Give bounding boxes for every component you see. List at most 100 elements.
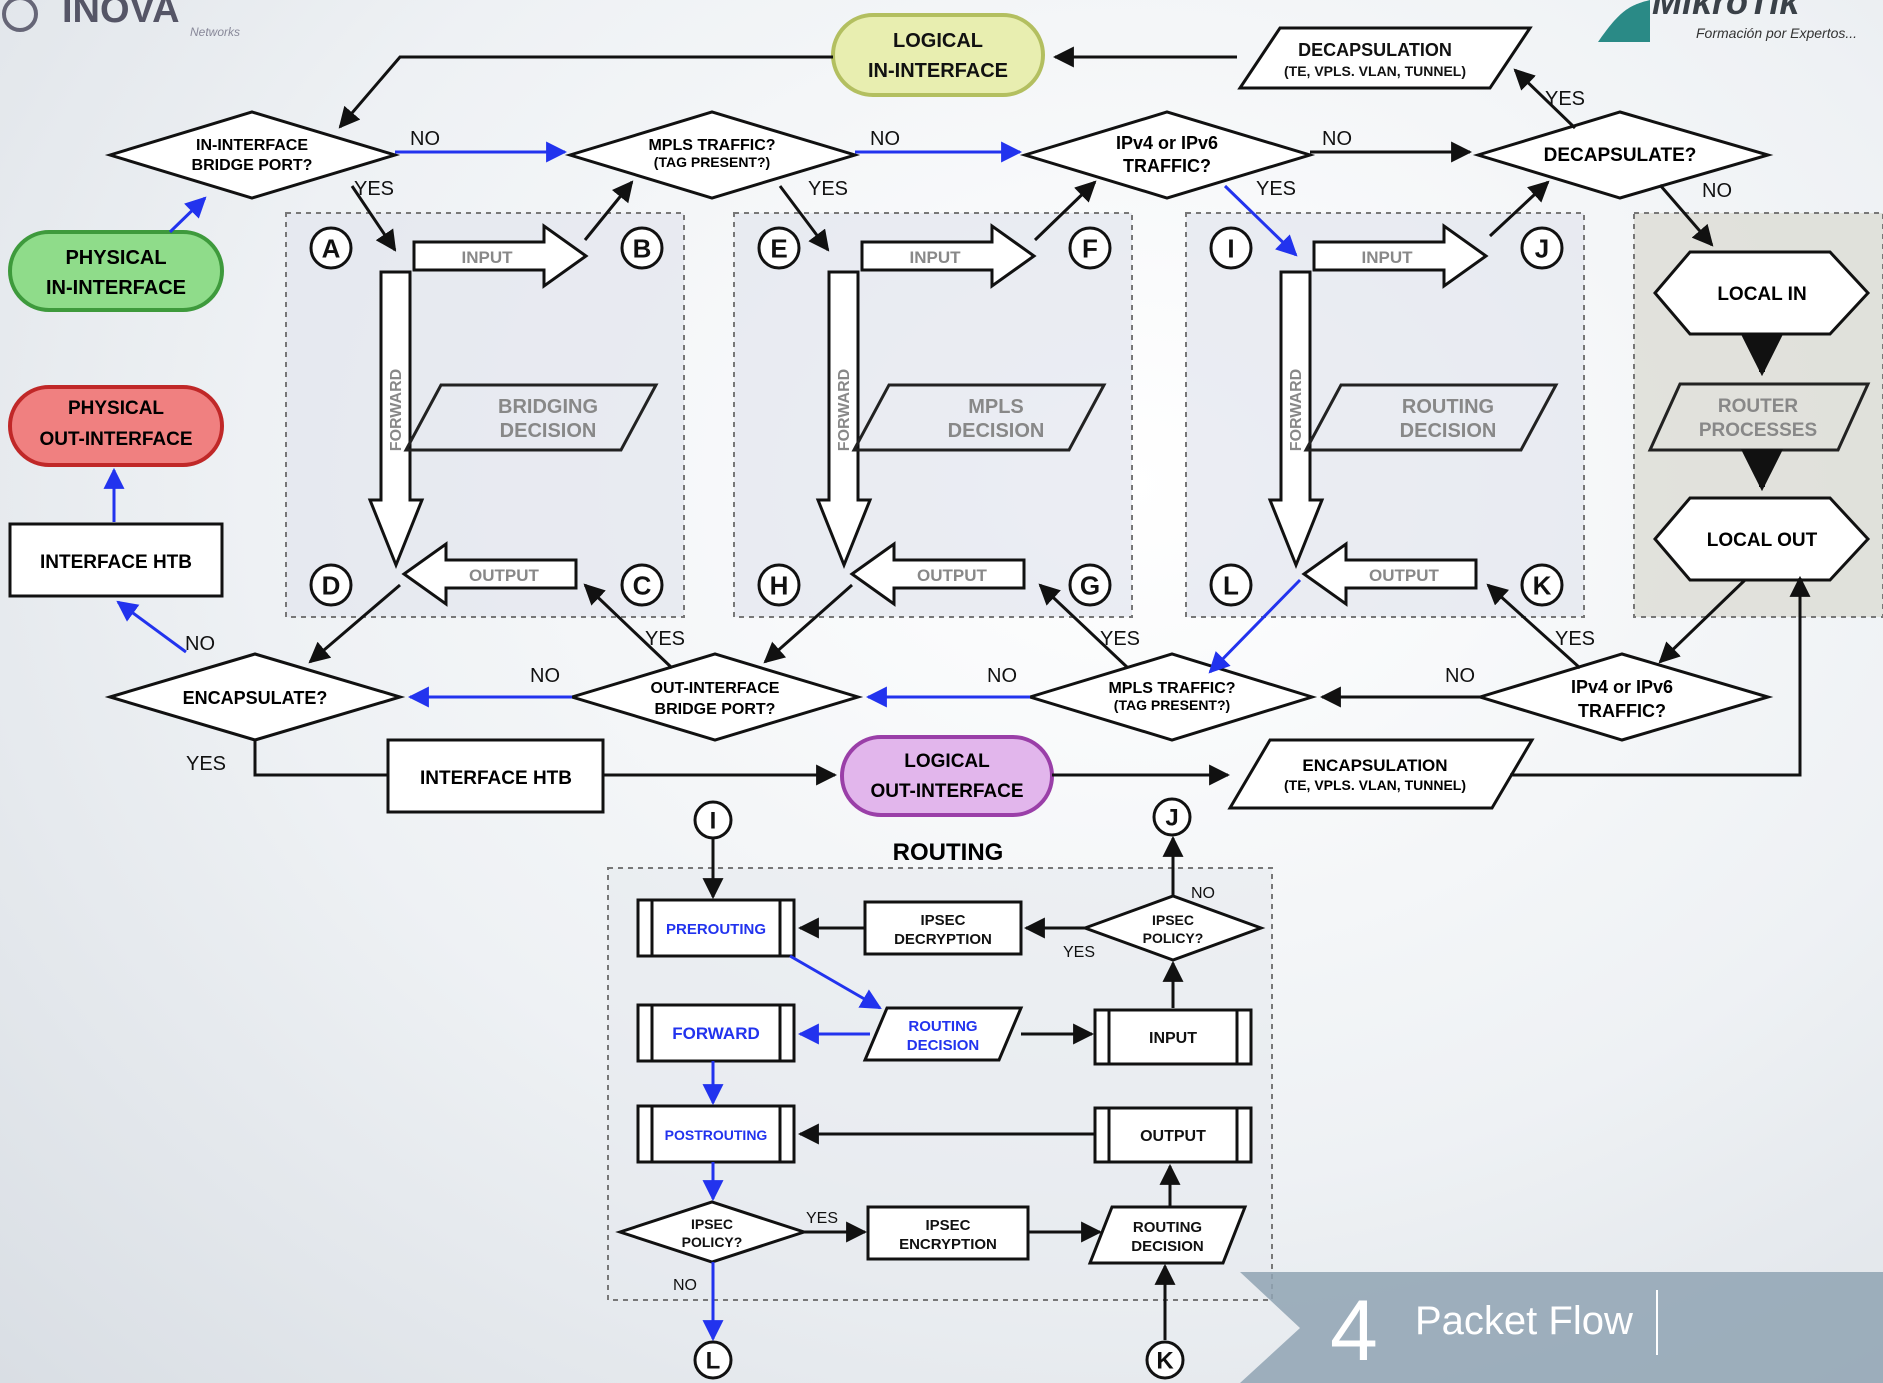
out-bridge-shape xyxy=(566,652,864,742)
routing-detail-title: ROUTING xyxy=(893,839,1004,866)
letter-C-letter: C xyxy=(633,570,652,600)
local-out-to-ip-q-edge xyxy=(1658,578,1747,664)
decision-shape xyxy=(851,383,1107,452)
mpls-bottom-shape xyxy=(1024,652,1318,742)
ip-top-shape xyxy=(1019,110,1316,200)
label-no-4: NO xyxy=(1702,180,1732,202)
logical-in-shape xyxy=(831,13,1045,97)
decapsulate-text: DECAPSULATE? xyxy=(1544,145,1697,166)
label-yes-2: YES xyxy=(808,178,848,200)
decap-q-yes-edge xyxy=(1513,68,1577,130)
footer-banner: 4 Packet Flow xyxy=(1240,1272,1883,1383)
forward-label: FORWARD xyxy=(1288,369,1305,451)
routing-detail-content: PREROUTING FORWARD POSTROUTING IPSEC DECRYPT… xyxy=(615,797,1266,1380)
ipsec-policy-bottom: IPSEC POLICY? xyxy=(615,1200,809,1264)
decision-line1: BRIDGING xyxy=(498,396,598,418)
routing-decision-2-block-shape xyxy=(1087,1205,1248,1265)
encapsulation-line1: ENCAPSULATION xyxy=(1302,756,1447,775)
letter-H-letter: H xyxy=(770,570,789,600)
logical-in-line1: LOGICAL xyxy=(893,30,983,52)
in-bridge-line1: IN-INTERFACE xyxy=(196,137,308,154)
mpls-q-yes-edge xyxy=(778,185,830,252)
connector-top-right-circle xyxy=(1152,797,1192,837)
bridge-q-yes-edge xyxy=(350,185,397,252)
box-b-to-mpls-q-edge xyxy=(583,180,634,241)
letter-A-circle xyxy=(309,226,353,270)
encapsulation-line2: (TE, VPLS. VLAN, TUNNEL) xyxy=(1284,777,1466,793)
decision-line2: DECISION xyxy=(948,420,1045,442)
postrouting-block-shape xyxy=(636,1104,796,1164)
letter-G-letter: G xyxy=(1080,570,1100,600)
output-block: OUTPUT xyxy=(1093,1106,1253,1164)
ipsec-policy-bottom-line1: IPSEC xyxy=(691,1216,733,1232)
rd-label-yes-2: YES xyxy=(806,1210,838,1227)
label-yes-8: YES xyxy=(186,753,226,775)
box-l-to-mpls-bottom-edge xyxy=(1208,578,1302,674)
rd-label-no-1: NO xyxy=(1191,885,1215,902)
label-no-8: NO xyxy=(1445,665,1475,687)
interface-htb-left-shape xyxy=(8,522,224,598)
router-processes-shape xyxy=(1647,382,1871,452)
logical-in-to-bridge-q-edge xyxy=(338,55,833,129)
decision-line1: ROUTING xyxy=(1402,396,1494,418)
input-arrow xyxy=(412,223,589,289)
letter-E-letter: E xyxy=(770,233,787,263)
inova-logo: INOVA Networks xyxy=(2,0,240,39)
ipsec-policy-top-line1: IPSEC xyxy=(1152,912,1194,928)
ip-bottom-line1: IPv4 or IPv6 xyxy=(1571,677,1673,697)
decap-q-no-edge xyxy=(1658,184,1714,247)
ipsec-decryption-block-line1: IPSEC xyxy=(920,912,965,929)
ipsec-decryption-block-line2: DECRYPTION xyxy=(894,931,992,948)
connector-bottom-left-letter: L xyxy=(706,1348,721,1375)
input-arrow xyxy=(860,223,1037,289)
ipsec-encryption-block-line1: IPSEC xyxy=(925,1217,970,1234)
out-bridge-line2: BRIDGE PORT? xyxy=(655,701,776,718)
ip-top-line1: IPv4 or IPv6 xyxy=(1116,133,1218,153)
routing-decision-2-block-line1: ROUTING xyxy=(1133,1219,1202,1236)
letter-B-circle xyxy=(620,226,664,270)
footer-title: Packet Flow xyxy=(1415,1299,1633,1343)
ip-q-yes-edge xyxy=(1223,184,1298,257)
box-h-to-out-bridge-edge xyxy=(763,583,853,664)
local-in-text: LOCAL IN xyxy=(1717,284,1806,305)
postrouting-block: POSTROUTING xyxy=(636,1104,796,1164)
ip-bottom-line2: TRAFFIC? xyxy=(1578,701,1666,721)
prerouting-to-routing-decision xyxy=(789,954,882,1010)
footer-number: 4 xyxy=(1330,1283,1378,1379)
local-in-shape xyxy=(1653,250,1871,336)
out-bridge-yes-edge xyxy=(583,583,674,670)
local-in-node: LOCAL IN xyxy=(1653,250,1871,336)
letter-I-letter: I xyxy=(1227,233,1234,263)
letter-E-circle xyxy=(757,226,801,270)
mpls-bottom-line1: MPLS TRAFFIC? xyxy=(1108,680,1235,697)
forward-label: FORWARD xyxy=(388,369,405,451)
rd-label-yes-1: YES xyxy=(1063,944,1095,961)
ipsec-policy-bottom-line2: POLICY? xyxy=(682,1234,743,1250)
letter-K-circle xyxy=(1520,563,1564,607)
forward-block-label: FORWARD xyxy=(672,1024,760,1043)
routing-decision-2-block-line2: DECISION xyxy=(1131,1238,1204,1255)
ipsec-decryption-block: IPSEC DECRYPTION xyxy=(863,900,1023,956)
label-yes-4: YES xyxy=(1545,88,1585,110)
decapsulation-node: DECAPSULATION (TE, VPLS. VLAN, TUNNEL) xyxy=(1237,26,1533,90)
box-f-to-ip-q-edge xyxy=(1033,180,1097,242)
forward-label: FORWARD xyxy=(836,369,853,451)
encapsulation-shape xyxy=(1227,738,1535,810)
encap-q-no-edge xyxy=(116,600,187,654)
bridging-box xyxy=(285,212,685,618)
ipsec-policy-top-shape xyxy=(1080,894,1266,962)
prerouting-block: PREROUTING xyxy=(636,898,796,958)
connector-top-right-letter: J xyxy=(1165,805,1178,832)
letter-L-letter: L xyxy=(1223,570,1239,600)
ip-top-diamond: IPv4 or IPv6 TRAFFIC? xyxy=(1019,110,1316,200)
decision-line2: DECISION xyxy=(1400,420,1497,442)
local-out-shape xyxy=(1653,496,1871,582)
letter-G-circle xyxy=(1068,563,1112,607)
letter-B-letter: B xyxy=(633,233,652,263)
router-processes-line1: ROUTER xyxy=(1718,396,1799,417)
